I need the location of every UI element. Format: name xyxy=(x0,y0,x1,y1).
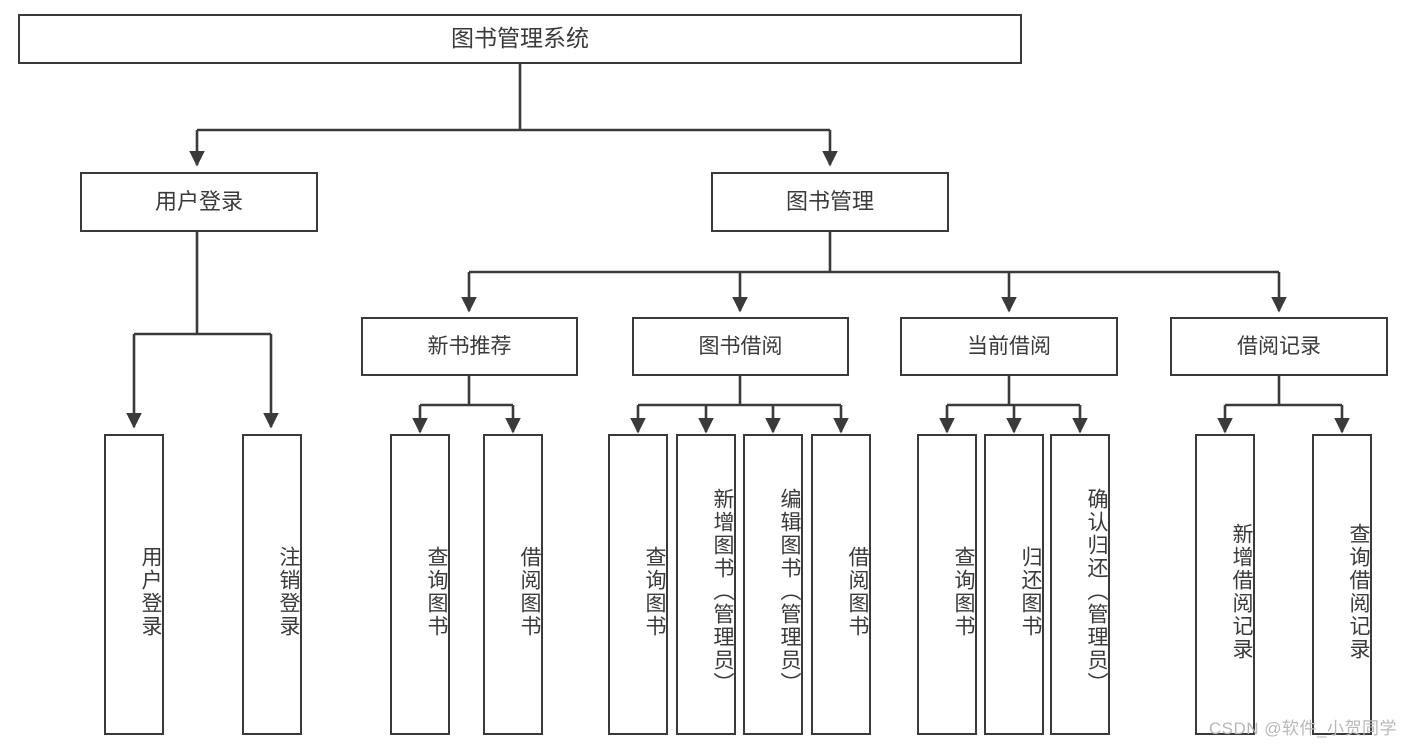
node-user-login[interactable]: 用户登录 xyxy=(80,172,318,232)
leaf-confirm-return[interactable]: 确认归还（管理员） xyxy=(1050,434,1110,735)
leaf-add-book[interactable]: 新增图书（管理员） xyxy=(676,434,736,735)
node-user-login-label: 用户登录 xyxy=(154,188,243,214)
leaf-add-record[interactable]: 新增借阅记录 xyxy=(1195,434,1255,735)
leaf-user-login-label: 用户登录 xyxy=(139,545,162,638)
node-root-label: 图书管理系统 xyxy=(451,25,589,52)
leaf-return-book[interactable]: 归还图书 xyxy=(984,434,1044,735)
leaf-query-record-label: 查询借阅记录 xyxy=(1347,522,1370,661)
leaf-add-book-label: 新增图书（管理员） xyxy=(711,488,734,695)
leaf-query-book-3[interactable]: 查询图书 xyxy=(917,434,977,735)
leaf-borrow-book-2-label: 借阅图书 xyxy=(846,545,869,638)
node-new-book-recommend-label: 新书推荐 xyxy=(427,334,512,358)
leaf-edit-book[interactable]: 编辑图书（管理员） xyxy=(743,434,803,735)
leaf-confirm-return-label: 确认归还（管理员） xyxy=(1085,488,1108,695)
node-book-management-label: 图书管理 xyxy=(785,188,874,214)
node-current-borrow[interactable]: 当前借阅 xyxy=(900,317,1118,376)
leaf-add-record-label: 新增借阅记录 xyxy=(1230,522,1253,661)
watermark: CSDN @软件_小贺同学 xyxy=(1208,719,1397,738)
leaf-query-book-3-label: 查询图书 xyxy=(952,545,975,638)
leaf-query-book-1-label: 查询图书 xyxy=(425,545,448,638)
leaf-borrow-book-1-label: 借阅图书 xyxy=(518,545,541,638)
leaf-borrow-book-1[interactable]: 借阅图书 xyxy=(483,434,543,735)
node-borrow-record[interactable]: 借阅记录 xyxy=(1170,317,1388,376)
leaf-return-book-label: 归还图书 xyxy=(1019,545,1042,638)
leaf-query-record[interactable]: 查询借阅记录 xyxy=(1312,434,1372,735)
leaf-edit-book-label: 编辑图书（管理员） xyxy=(778,488,801,695)
node-book-borrow-label: 图书借阅 xyxy=(698,334,783,358)
node-book-management[interactable]: 图书管理 xyxy=(711,172,949,232)
node-borrow-record-label: 借阅记录 xyxy=(1237,334,1321,358)
leaf-borrow-book-2[interactable]: 借阅图书 xyxy=(811,434,871,735)
leaf-query-book-1[interactable]: 查询图书 xyxy=(390,434,450,735)
node-current-borrow-label: 当前借阅 xyxy=(967,334,1051,358)
leaf-logout-login[interactable]: 注销登录 xyxy=(242,434,302,735)
leaf-query-book-2[interactable]: 查询图书 xyxy=(608,434,668,735)
leaf-logout-login-label: 注销登录 xyxy=(277,545,300,638)
node-new-book-recommend[interactable]: 新书推荐 xyxy=(361,317,578,376)
node-book-borrow[interactable]: 图书借阅 xyxy=(632,317,849,376)
node-root[interactable]: 图书管理系统 xyxy=(18,14,1022,64)
leaf-user-login[interactable]: 用户登录 xyxy=(104,434,164,735)
leaf-query-book-2-label: 查询图书 xyxy=(643,545,666,638)
